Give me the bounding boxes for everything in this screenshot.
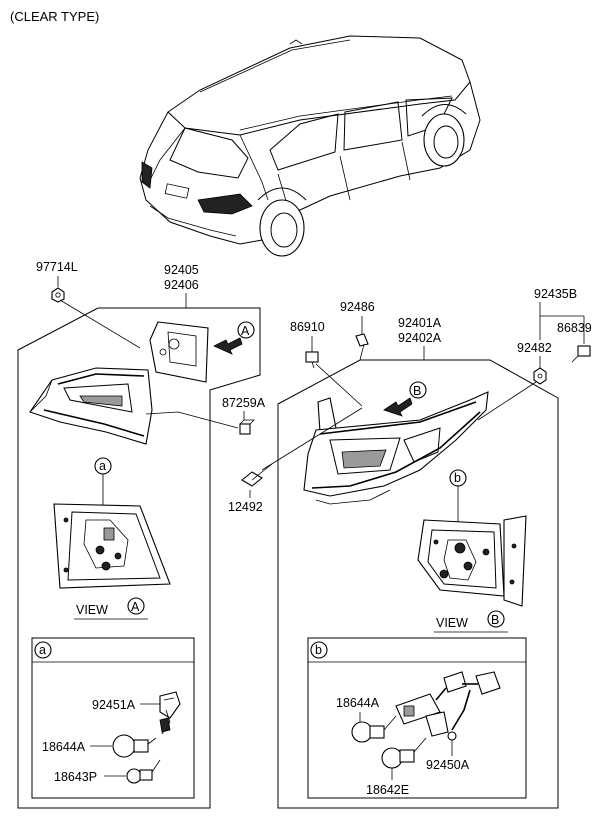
inner-lamp-back-view <box>53 503 171 589</box>
view-a-marker-letter: A <box>241 324 250 338</box>
inner-lamp-left <box>29 367 153 445</box>
label-87259A: 87259A <box>222 396 266 410</box>
view-b-arrow <box>383 397 413 417</box>
detail-box-b-letter: b <box>315 643 322 657</box>
label-92435B: 92435B <box>534 287 577 301</box>
detail-box-a-marker <box>34 641 52 659</box>
label-18644A-b: 18644A <box>336 696 380 710</box>
nut-92482 <box>533 367 547 385</box>
view-a-caption-letter: A <box>131 600 140 614</box>
label-86910: 86910 <box>290 320 325 334</box>
diagram-header: (CLEAR TYPE) <box>10 9 99 24</box>
detail-box-b <box>307 637 527 799</box>
detail-box-a-letter: a <box>39 643 46 657</box>
bulb-18642E <box>381 737 427 769</box>
view-b-marker-letter: B <box>413 384 421 398</box>
clip-87259A <box>239 419 255 435</box>
view-a-arrow <box>213 337 243 355</box>
label-12492: 12492 <box>228 500 263 514</box>
view-a-marker <box>237 321 255 339</box>
outer-lamp-right <box>303 391 489 505</box>
label-92402A: 92402A <box>398 331 442 345</box>
gasket-cover <box>149 321 209 383</box>
label-18643P: 18643P <box>54 770 97 784</box>
socket-92451A <box>159 691 181 735</box>
bulb-18644A-b <box>351 715 397 743</box>
label-92486: 92486 <box>340 300 375 314</box>
socket-harness <box>395 671 501 737</box>
view-a-caption-marker <box>127 597 145 615</box>
outer-lamp-back-view <box>417 515 527 607</box>
detail-box-a <box>31 637 195 799</box>
label-92401A: 92401A <box>398 316 442 330</box>
left-assembly-frame <box>17 307 261 809</box>
nut-97714L <box>51 287 65 303</box>
label-86839: 86839 <box>557 321 592 335</box>
view-b-caption: VIEW <box>436 616 468 630</box>
view-b-caption-marker <box>487 610 505 628</box>
detail-b-marker-letter: b <box>454 471 461 485</box>
screw-12492 <box>241 463 273 487</box>
view-b-marker <box>409 381 427 399</box>
vehicle-illustration <box>139 35 481 257</box>
label-18644A-a: 18644A <box>42 740 86 754</box>
label-92482: 92482 <box>517 341 552 355</box>
view-b-caption-letter: B <box>491 613 499 627</box>
label-18642E: 18642E <box>366 783 409 797</box>
label-92450A: 92450A <box>426 758 470 772</box>
bulb-18644A-a <box>112 734 157 758</box>
screw-86839 <box>571 345 591 363</box>
label-92451A: 92451A <box>92 698 136 712</box>
label-92406: 92406 <box>164 278 199 292</box>
screw-86910 <box>305 351 319 369</box>
label-97714L: 97714L <box>36 260 78 274</box>
detail-a-marker-letter: a <box>99 459 106 473</box>
bulb-18643P <box>126 759 161 784</box>
detail-box-b-marker <box>310 641 328 659</box>
label-92405: 92405 <box>164 263 199 277</box>
view-a-caption: VIEW <box>76 603 108 617</box>
clip-92486 <box>355 333 369 347</box>
